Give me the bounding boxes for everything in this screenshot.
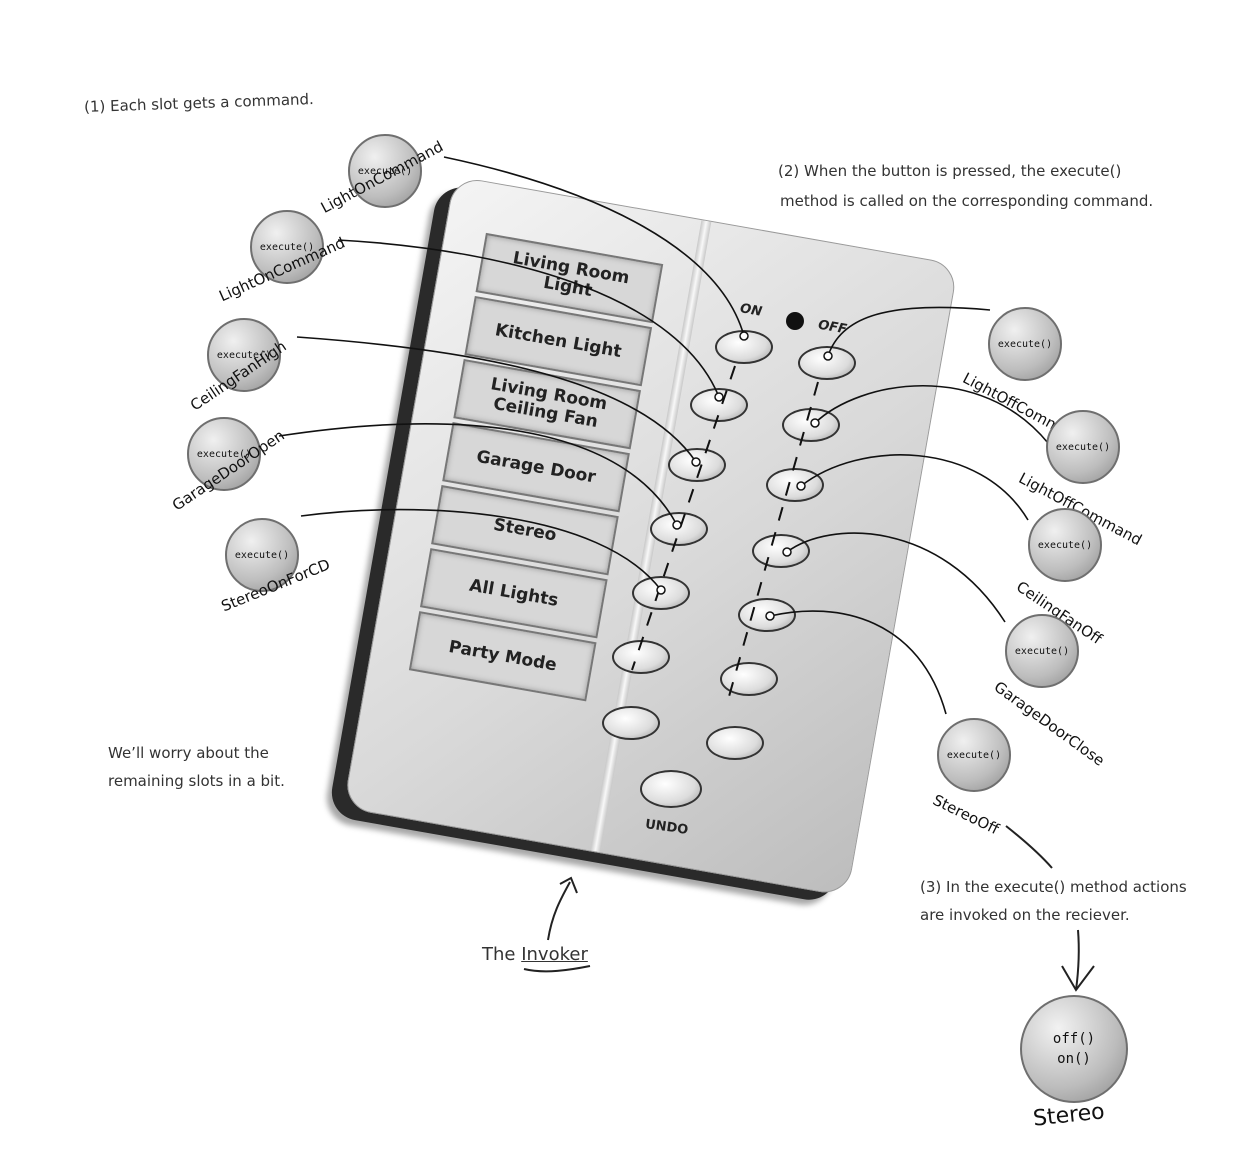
command-off-2: execute() xyxy=(1046,410,1120,484)
note-remaining-line1: We’ll worry about the xyxy=(108,744,269,762)
invoker-caption: The Invoker xyxy=(482,944,588,966)
undo-button[interactable] xyxy=(640,770,702,808)
receiver-method-off: off() xyxy=(1052,1031,1096,1047)
invoker-prefix: The xyxy=(482,944,522,965)
receiver-arrows xyxy=(1005,825,1095,992)
wire-on-1 xyxy=(443,156,745,337)
wire-on-4 xyxy=(278,423,678,526)
invoker-arrow xyxy=(547,876,578,941)
invoker-underline xyxy=(523,965,591,973)
wire-off-2 xyxy=(814,384,1049,444)
execute-method: execute() xyxy=(997,338,1053,350)
command-off-4: execute() xyxy=(1005,614,1079,688)
off-button-6[interactable] xyxy=(720,662,778,696)
command-on-5: execute() xyxy=(225,518,299,592)
execute-method: execute() xyxy=(357,165,413,177)
wire-off-5 xyxy=(769,610,947,715)
wire-on-3 xyxy=(296,336,697,463)
indicator-light xyxy=(786,312,804,330)
execute-method: execute() xyxy=(1014,645,1070,657)
off-button-3[interactable] xyxy=(766,468,824,502)
wire-off-3 xyxy=(800,454,1029,521)
command-on-1: execute() xyxy=(348,134,422,208)
command-off-1: execute() xyxy=(988,307,1062,381)
note-step2-line1: (2) When the button is pressed, the exec… xyxy=(778,162,1122,180)
command-off-3: execute() xyxy=(1028,508,1102,582)
wire-off-1 xyxy=(827,306,991,357)
execute-method: execute() xyxy=(216,349,272,361)
wire-on-2 xyxy=(337,239,720,398)
off-button-4[interactable] xyxy=(752,534,810,568)
on-button-1[interactable] xyxy=(715,330,773,364)
note-step3-line1: (3) In the execute() method actions xyxy=(920,878,1187,896)
wire-on-5 xyxy=(300,508,662,591)
on-column-dash xyxy=(631,365,736,671)
execute-method: execute() xyxy=(1055,441,1111,453)
on-button-7[interactable] xyxy=(602,706,660,740)
invoker-word: Invoker xyxy=(521,944,588,965)
command-off-5: execute() xyxy=(937,718,1011,792)
off-button-7[interactable] xyxy=(706,726,764,760)
execute-method: execute() xyxy=(946,749,1002,761)
note-step2-line2: method is called on the corresponding co… xyxy=(780,192,1154,210)
note-remaining-line2: remaining slots in a bit. xyxy=(108,772,285,790)
wire-off-4 xyxy=(786,532,1006,623)
execute-method: execute() xyxy=(259,241,315,253)
execute-method: execute() xyxy=(1037,539,1093,551)
command-on-3: execute() xyxy=(207,318,281,392)
receiver-method-on: on() xyxy=(1057,1051,1091,1067)
note-step3-line2: are invoked on the reciever. xyxy=(920,906,1130,924)
command-on-4: execute() xyxy=(187,417,261,491)
receiver-stereo: off() on() xyxy=(1020,995,1128,1103)
off-column-dash xyxy=(727,381,819,701)
execute-method: execute() xyxy=(234,549,290,561)
execute-method: execute() xyxy=(196,448,252,460)
command-on-2: execute() xyxy=(250,210,324,284)
